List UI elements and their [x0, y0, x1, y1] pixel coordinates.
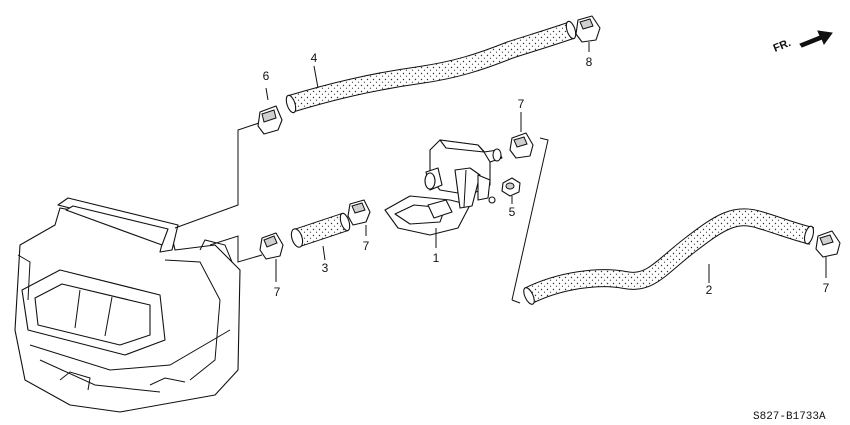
water-valve-1 [384, 139, 503, 248]
callout-4: 4 [311, 51, 318, 65]
front-direction-indicator: FR. [772, 30, 833, 55]
clamp-7-mid [347, 199, 371, 236]
clamp-7-right [815, 230, 841, 278]
callout-7-mid: 7 [363, 239, 370, 253]
fr-label: FR. [772, 37, 793, 55]
callout-7-lower: 7 [274, 285, 281, 299]
callout-6: 6 [263, 69, 270, 83]
diagram-code: S827-B1733A [753, 411, 826, 423]
callout-8: 8 [586, 55, 593, 69]
arrow-icon [799, 30, 833, 48]
clamp-7-upper [509, 112, 534, 159]
hose-4 [285, 20, 577, 114]
hose-3 [290, 212, 351, 248]
heater-unit [14, 197, 241, 413]
clamp-8 [575, 15, 601, 52]
callout-3: 3 [322, 261, 329, 275]
callout-7-upper: 7 [518, 97, 525, 111]
callout-2: 2 [706, 283, 713, 297]
nut-5 [501, 177, 521, 204]
callout-5: 5 [509, 205, 516, 219]
callout-1: 1 [433, 251, 440, 265]
hose-2 [523, 208, 815, 305]
callout-7-right: 7 [823, 281, 830, 295]
clamp-7-lower [259, 232, 284, 282]
clamp-6 [257, 87, 283, 135]
